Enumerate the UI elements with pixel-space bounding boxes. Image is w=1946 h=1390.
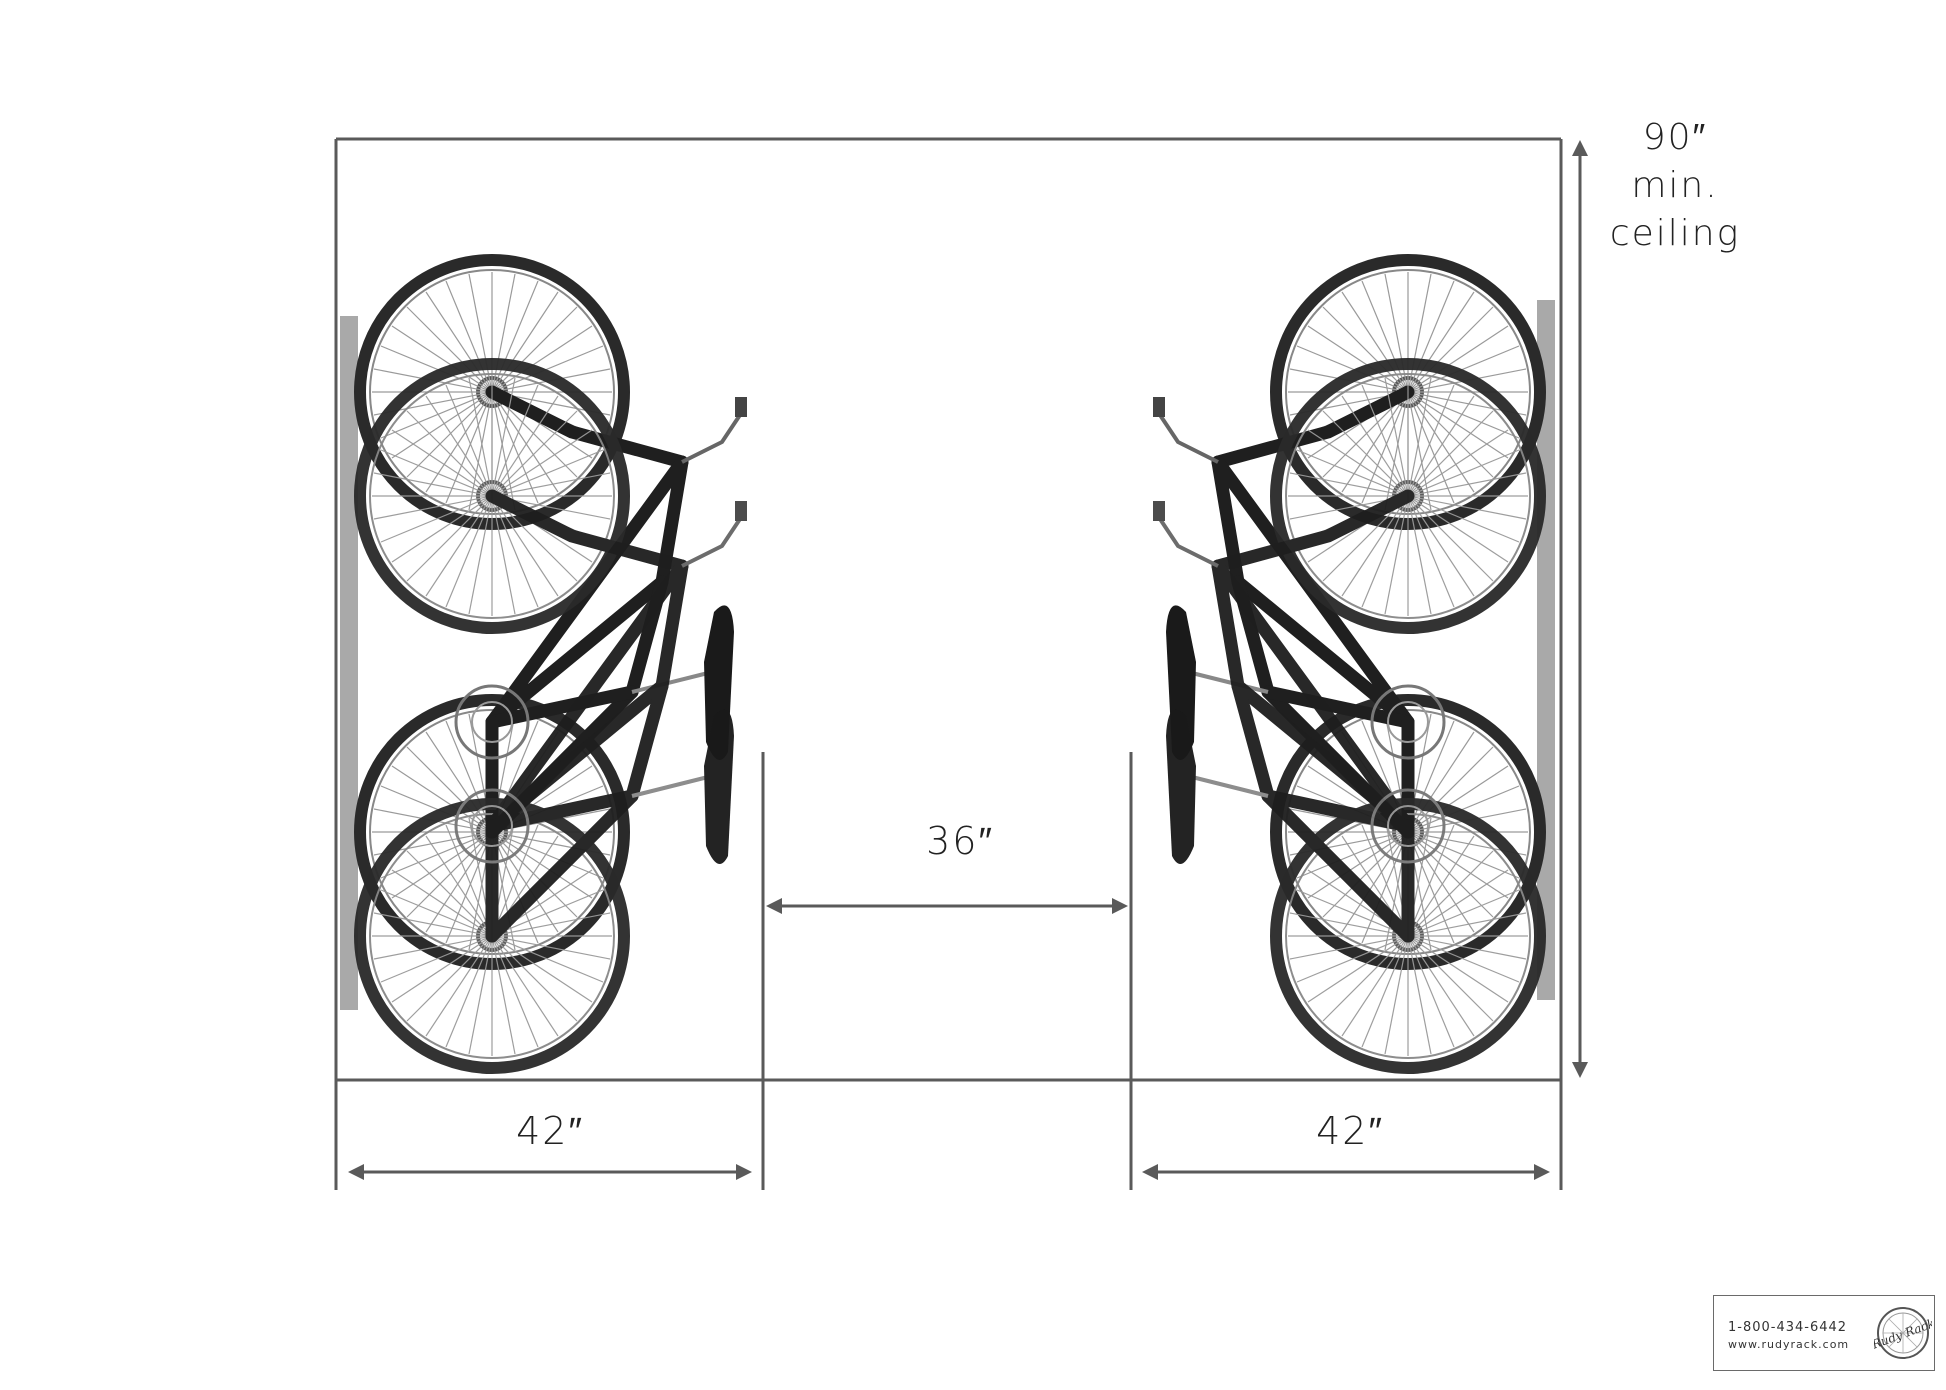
left-depth-dimension-label: 42″ <box>516 1109 584 1153</box>
right-bikes <box>1153 260 1540 1068</box>
ceiling-value: 90″ <box>1642 117 1708 158</box>
left-bikes <box>360 260 747 1068</box>
dimension-arrows <box>348 140 1588 1180</box>
aisle-dimension-label: 36″ <box>926 819 994 863</box>
room-outline <box>334 137 1563 1190</box>
ceiling-min: min. <box>1631 165 1719 206</box>
company-logo-box: 1-800-434-6442 www.rudyrack.com Rudy Rac… <box>1713 1295 1935 1371</box>
right-depth-dimension-label: 42″ <box>1316 1109 1384 1153</box>
ceiling-word: ceiling <box>1609 213 1741 254</box>
website-url: www.rudyrack.com <box>1728 1338 1850 1351</box>
ceiling-dimension-label: 90″ min. ceiling <box>1600 114 1750 258</box>
rudy-rack-seal-icon: Rudy Rack <box>1874 1307 1932 1359</box>
phone-number: 1-800-434-6442 <box>1728 1320 1848 1335</box>
left-wall-panel <box>340 316 358 1010</box>
